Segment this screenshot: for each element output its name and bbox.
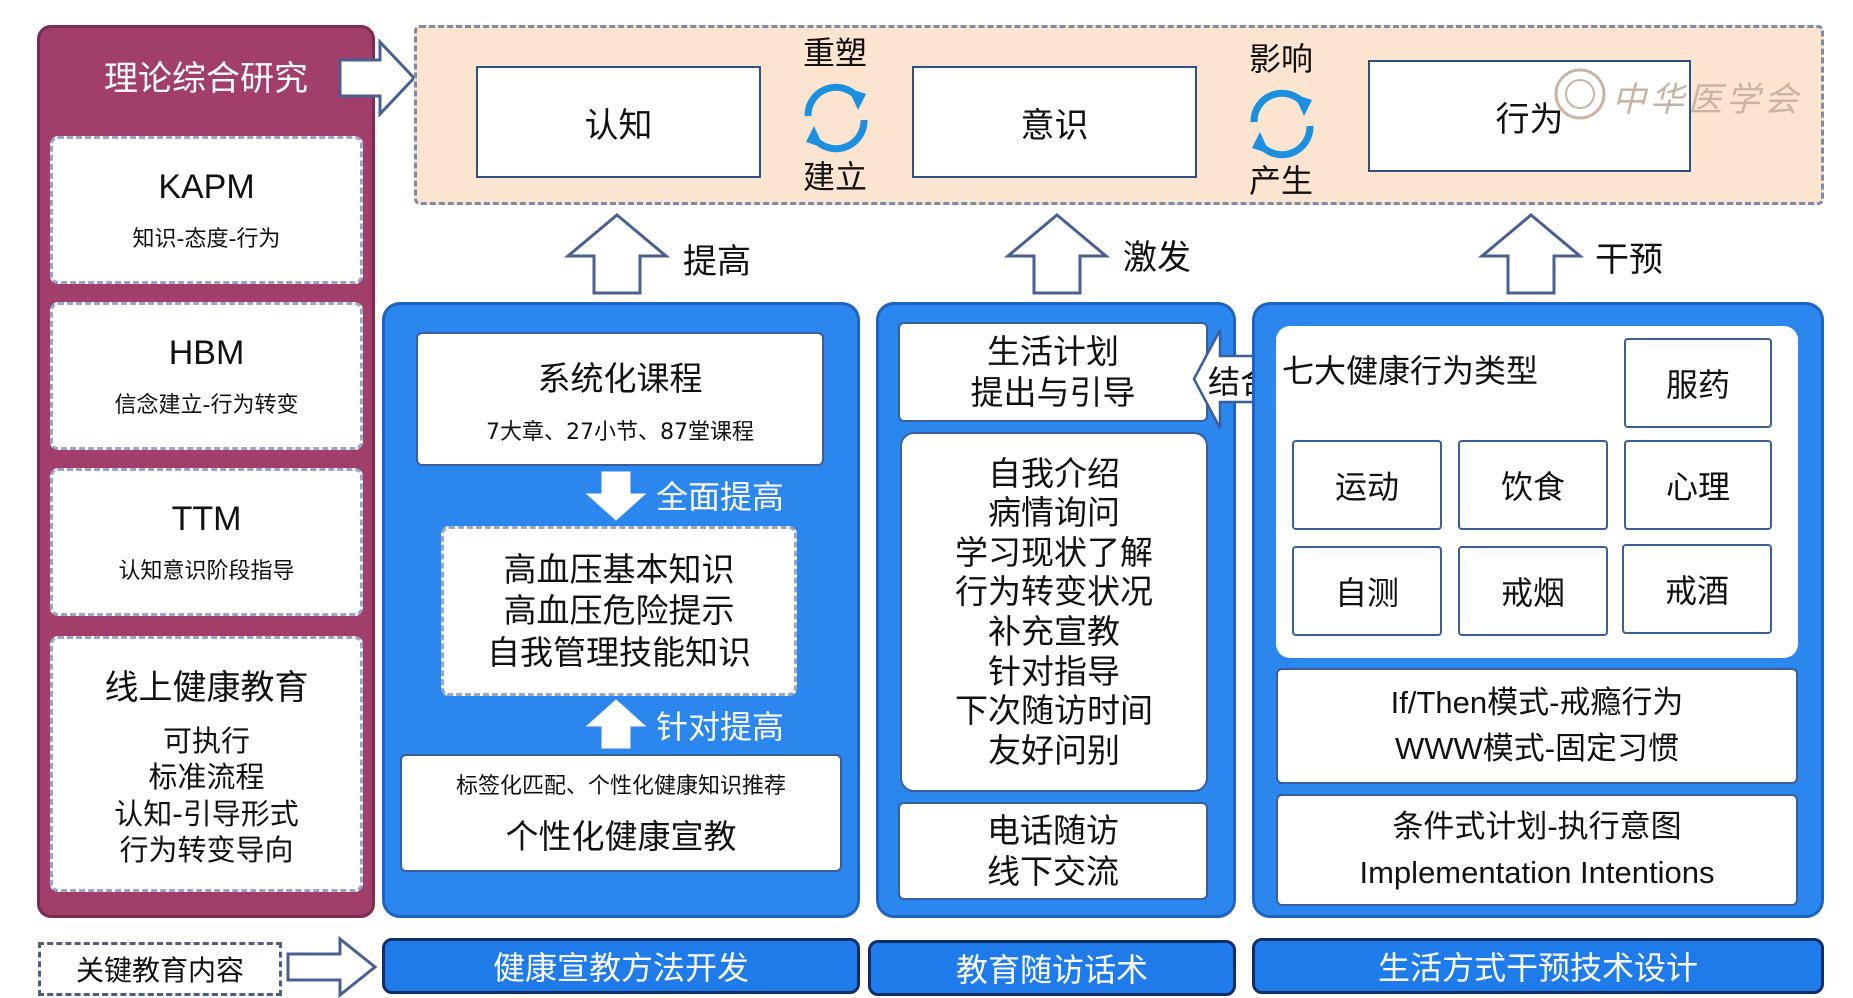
knowledge-item: 高血压基本知识: [503, 550, 735, 590]
script-item: 自我介绍: [988, 453, 1120, 493]
type-exercise: 运动: [1292, 440, 1442, 530]
online-line: 标准流程: [148, 760, 265, 795]
type-quit-smoking: 戒烟: [1458, 546, 1608, 636]
phone-followup-box: 电话随访 线下交流: [898, 802, 1208, 900]
personalized-title: 个性化健康宣教: [505, 817, 737, 856]
ifthen-line: WWW模式-固定习惯: [1394, 731, 1680, 766]
intent-line: Implementation Intentions: [1359, 855, 1715, 890]
personalized-sub: 标签化匹配、个性化健康知识推荐: [455, 774, 786, 799]
online-line: 行为转变导向: [119, 832, 294, 867]
right-arrow-icon: [286, 936, 378, 998]
online-line: 可执行: [162, 724, 250, 758]
up-arrow-icon: [1478, 213, 1584, 295]
cycle-icon: [804, 83, 868, 153]
script-item: 学习现状了解: [955, 532, 1153, 572]
theory-title: 理论综合研究: [104, 58, 308, 99]
stimulate-label: 激发: [1123, 237, 1191, 278]
knowledge-item: 高血压危险提示: [503, 591, 735, 631]
ttm-sub: 认知意识阶段指导: [118, 558, 295, 584]
ifthen-box: If/Then模式-戒瘾行为 WWW模式-固定习惯: [1276, 668, 1798, 784]
kapm-box: KAPM 知识-态度-行为: [50, 136, 363, 284]
comprehensive-improve-label: 全面提高: [655, 478, 784, 516]
up-arrow-icon: [564, 213, 670, 295]
script-item: 针对指导: [988, 651, 1120, 691]
education-method-bar: 健康宣教方法开发: [382, 938, 860, 994]
course-sub: 7大章、27小节、87堂课程: [486, 420, 754, 445]
kapm-name: KAPM: [158, 167, 255, 206]
script-item: 行为转变状况: [955, 572, 1153, 612]
life-plan-line: 提出与引导: [970, 373, 1136, 412]
followup-line: 电话随访: [987, 810, 1119, 850]
behavior-types-title: 七大健康行为类型: [1282, 352, 1539, 390]
improve-label: 提高: [683, 241, 751, 282]
watermark-text: 中华医学会: [1612, 80, 1802, 120]
personalized-box: 标签化匹配、个性化健康知识推荐 个性化健康宣教: [400, 754, 842, 872]
stage-behavior: 行为: [1368, 60, 1691, 172]
ifthen-line: If/Then模式-戒瘾行为: [1390, 684, 1684, 720]
right-arrow-icon: [338, 38, 417, 118]
implementation-intentions-box: 条件式计划-执行意图 Implementation Intentions: [1276, 794, 1798, 906]
stage-cognition: 认知: [476, 66, 761, 178]
script-item: 补充宣教: [988, 612, 1120, 651]
lifestyle-design-bar: 生活方式干预技术设计: [1252, 938, 1824, 994]
hbm-sub: 信念建立-行为转变: [114, 392, 299, 418]
course-box: 系统化课程 7大章、27小节、87堂课程: [416, 332, 824, 466]
talk-script-box: 自我介绍 病情询问 学习现状了解 行为转变状况 补充宣教 针对指导 下次随访时间…: [900, 432, 1208, 792]
cycle1-bottom-label: 建立: [802, 158, 867, 196]
cycle2-top-label: 影响: [1248, 40, 1313, 78]
up-arrow-icon: [1004, 213, 1110, 295]
online-education-box: 线上健康教育 可执行 标准流程 认知-引导形式 行为转变导向: [50, 636, 363, 892]
course-title: 系统化课程: [537, 359, 703, 398]
script-item: 下次随访时间: [955, 691, 1153, 731]
script-item: 病情询问: [988, 493, 1120, 533]
knowledge-item: 自我管理技能知识: [487, 632, 751, 672]
type-medication: 服药: [1624, 338, 1772, 428]
cycle-icon: [1250, 89, 1314, 159]
type-self-monitor: 自测: [1292, 546, 1442, 636]
knowledge-box: 高血压基本知识 高血压危险提示 自我管理技能知识: [441, 526, 797, 696]
type-diet: 饮食: [1458, 440, 1608, 530]
targeted-improve-label: 针对提高: [655, 708, 784, 746]
online-line: 认知-引导形式: [114, 796, 299, 831]
ttm-box: TTM 认知意识阶段指导: [50, 468, 363, 616]
stage-awareness: 意识: [912, 66, 1197, 178]
intent-line: 条件式计划-执行意图: [1392, 808, 1682, 844]
type-psychology: 心理: [1624, 440, 1772, 530]
cycle1-top-label: 重塑: [802, 34, 867, 72]
intervene-label: 干预: [1595, 239, 1663, 280]
online-title: 线上健康教育: [104, 668, 309, 708]
down-arrow-icon: [585, 471, 647, 521]
hbm-box: HBM 信念建立-行为转变: [50, 302, 363, 450]
life-plan-box: 生活计划 提出与引导: [898, 322, 1208, 422]
up-arrow-icon: [585, 699, 647, 749]
key-content-box: 关键教育内容: [38, 942, 282, 996]
followup-script-bar: 教育随访话术: [868, 940, 1236, 996]
script-item: 友好问别: [988, 730, 1120, 770]
hbm-name: HBM: [168, 333, 245, 372]
kapm-sub: 知识-态度-行为: [132, 226, 281, 252]
life-plan-line: 生活计划: [987, 331, 1119, 371]
followup-line: 线下交流: [987, 852, 1119, 891]
cycle2-bottom-label: 产生: [1248, 162, 1313, 200]
type-quit-drinking: 戒酒: [1622, 544, 1772, 634]
ttm-name: TTM: [171, 499, 242, 538]
society-seal-icon: [1554, 68, 1606, 120]
